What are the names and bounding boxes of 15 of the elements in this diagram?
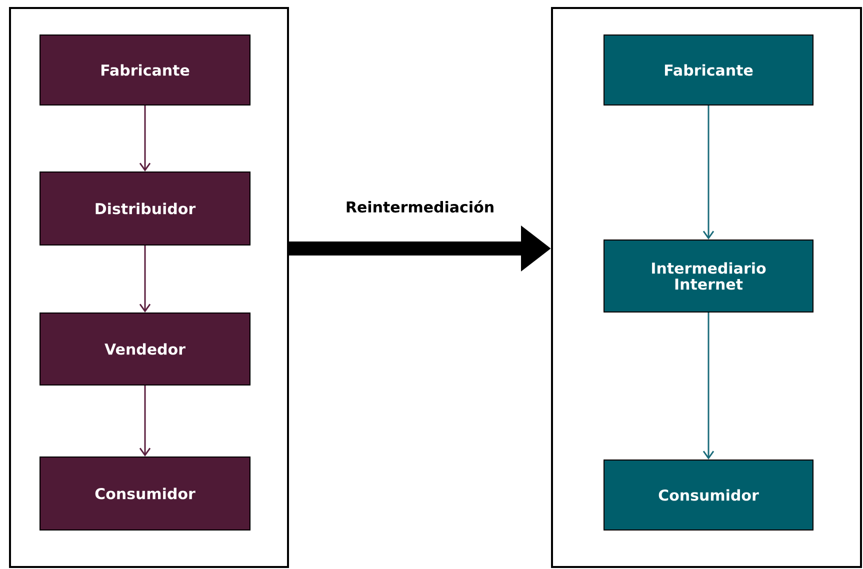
arrow [139,106,151,172]
process-box: Consumidor [604,460,814,530]
arrow [702,106,714,240]
frame-box [551,7,862,568]
process-box: Fabricante [40,34,250,106]
process-box: Intermediario Internet [604,240,814,312]
frame-box [9,7,289,568]
arrow [139,386,151,456]
process-box: Distribuidor [40,172,250,246]
arrow [139,246,151,312]
edge-label: Reintermediación [344,199,496,214]
process-box: Consumidor [40,456,250,530]
process-box: Fabricante [604,34,814,106]
process-box: Vendedor [40,312,250,386]
arrow [702,312,714,460]
